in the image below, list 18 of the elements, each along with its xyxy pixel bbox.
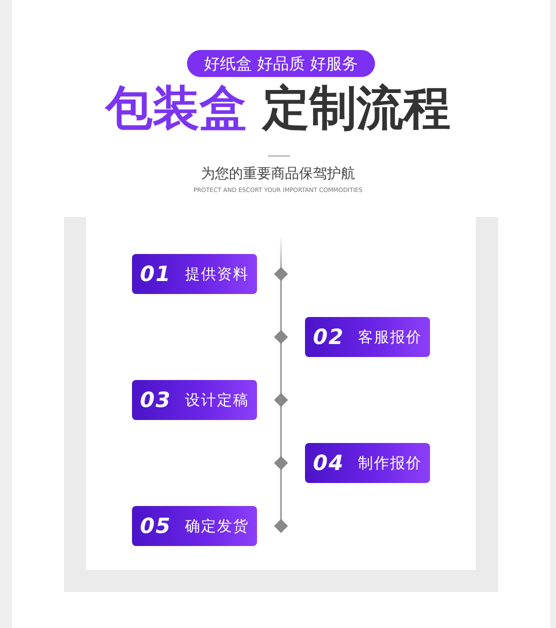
step-number: 01	[140, 261, 172, 288]
tagline-badge: 好纸盒 好品质 好服务	[187, 50, 375, 77]
step-label: 确定发货	[185, 516, 249, 537]
subtitle: 为您的重要商品保驾护航	[200, 165, 356, 184]
step-number: 05	[140, 513, 172, 540]
step-number: 04	[313, 450, 344, 477]
step-number: 02	[313, 324, 344, 351]
title: 包装盒 定制流程	[104, 80, 452, 138]
step-label: 制作报价	[358, 453, 422, 474]
step-box	[305, 443, 430, 483]
step-label: 客服报价	[358, 327, 422, 348]
step-box	[132, 380, 257, 420]
step-label: 提供资料	[185, 264, 249, 285]
step-box	[305, 317, 430, 357]
step-label: 设计定稿	[185, 390, 249, 411]
step-box	[132, 506, 257, 546]
step-number: 03	[140, 387, 172, 414]
step-box	[132, 254, 257, 294]
